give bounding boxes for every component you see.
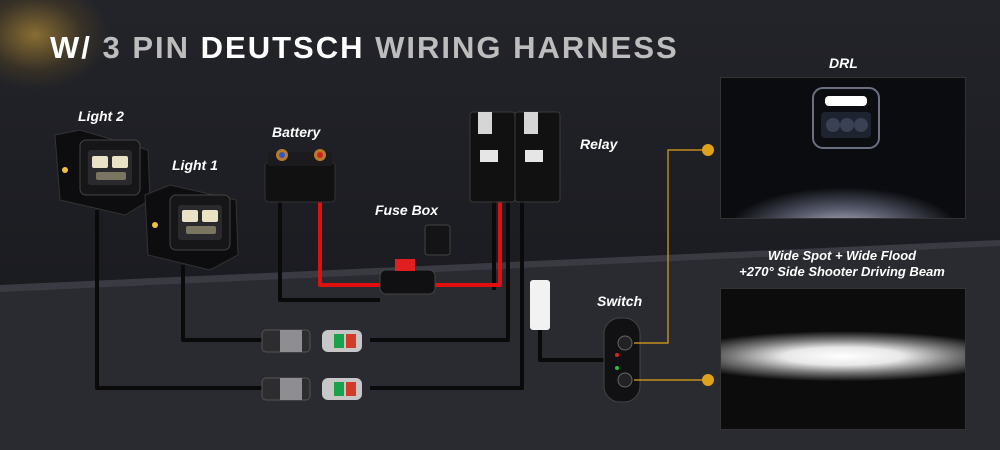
label-light-1: Light 1 bbox=[172, 157, 218, 173]
wire-light2-connector bbox=[95, 210, 265, 390]
beam-caption-line-2: +270° Side Shooter Driving Beam bbox=[739, 264, 945, 279]
beam-caption: Wide Spot + Wide Flood +270° Side Shoote… bbox=[720, 248, 964, 280]
title-part-5: HARNESS bbox=[513, 30, 679, 65]
title-part-2: 3 PIN bbox=[102, 30, 191, 65]
page-title: W/ 3 PIN DEUTSCH WIRING HARNESS bbox=[50, 30, 679, 66]
label-drl: DRL bbox=[829, 55, 858, 71]
wire-connector2-relay bbox=[370, 200, 524, 390]
wire-battery-ground bbox=[278, 200, 380, 302]
title-part-3: DEUTSCH bbox=[200, 30, 365, 65]
deutsch-connector-2 bbox=[261, 377, 362, 401]
beam-callout-dot bbox=[702, 374, 714, 386]
beam-photo bbox=[720, 288, 966, 430]
light-1 bbox=[144, 184, 239, 271]
drl-photo bbox=[720, 77, 966, 219]
switch bbox=[603, 317, 641, 403]
drl-lamp-graphic bbox=[812, 87, 880, 149]
label-battery: Battery bbox=[272, 124, 321, 140]
label-light-2: Light 2 bbox=[78, 108, 124, 124]
title-part-4: WIRING bbox=[375, 30, 503, 65]
beam-caption-line-1: Wide Spot + Wide Flood bbox=[767, 248, 917, 263]
wire-relay-switch bbox=[538, 330, 608, 362]
label-relay: Relay bbox=[580, 136, 618, 152]
wire-connector1-relay bbox=[370, 200, 510, 342]
drl-callout-line bbox=[634, 149, 708, 344]
label-fuse-box: Fuse Box bbox=[375, 202, 439, 218]
deutsch-connector-1 bbox=[261, 329, 362, 353]
red-power-wire bbox=[318, 198, 502, 287]
wire-light1-connector bbox=[181, 265, 265, 342]
black-wires bbox=[95, 200, 608, 390]
light-2 bbox=[54, 129, 151, 216]
label-switch: Switch bbox=[597, 293, 643, 309]
relay-plug bbox=[530, 280, 550, 330]
fuse-box bbox=[379, 224, 451, 295]
drl-callout-dot bbox=[702, 144, 714, 156]
battery bbox=[264, 149, 336, 203]
relay bbox=[469, 111, 561, 203]
title-part-1: W/ bbox=[50, 30, 92, 65]
